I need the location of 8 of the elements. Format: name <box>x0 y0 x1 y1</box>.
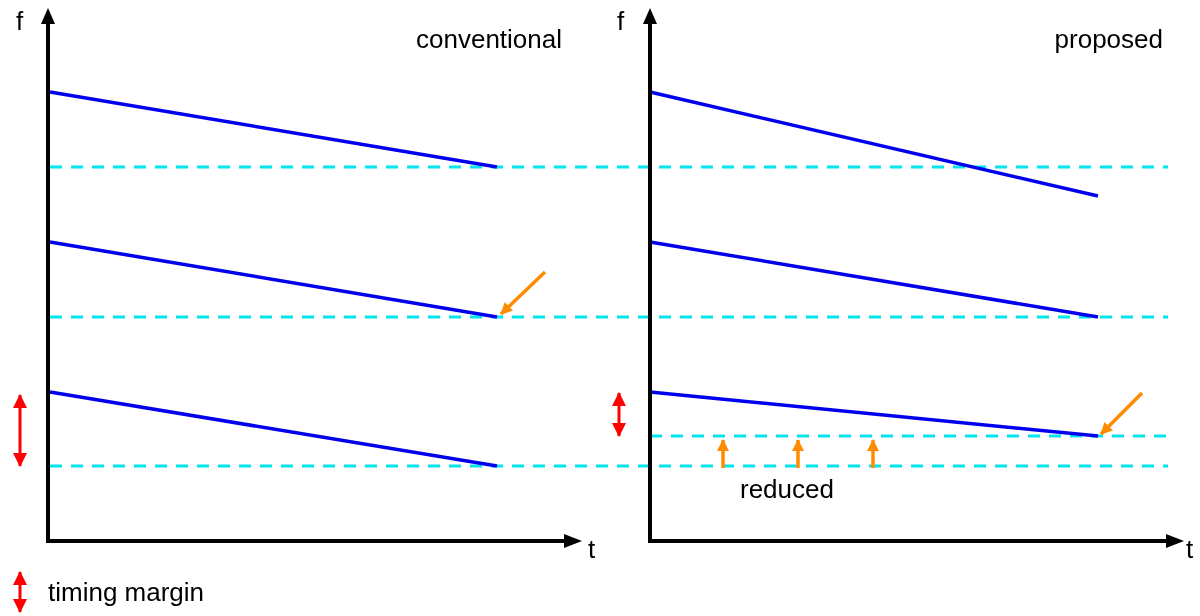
panel-title: conventional <box>416 26 562 52</box>
legend-text: timing margin <box>48 579 205 605</box>
annotation-text: reduced <box>740 476 834 502</box>
axis-label: t <box>588 536 596 562</box>
axis-label: t <box>1186 536 1194 562</box>
axis-label: f <box>16 8 24 34</box>
axis-label: f <box>617 8 625 34</box>
panel-title: proposed <box>1054 26 1163 52</box>
